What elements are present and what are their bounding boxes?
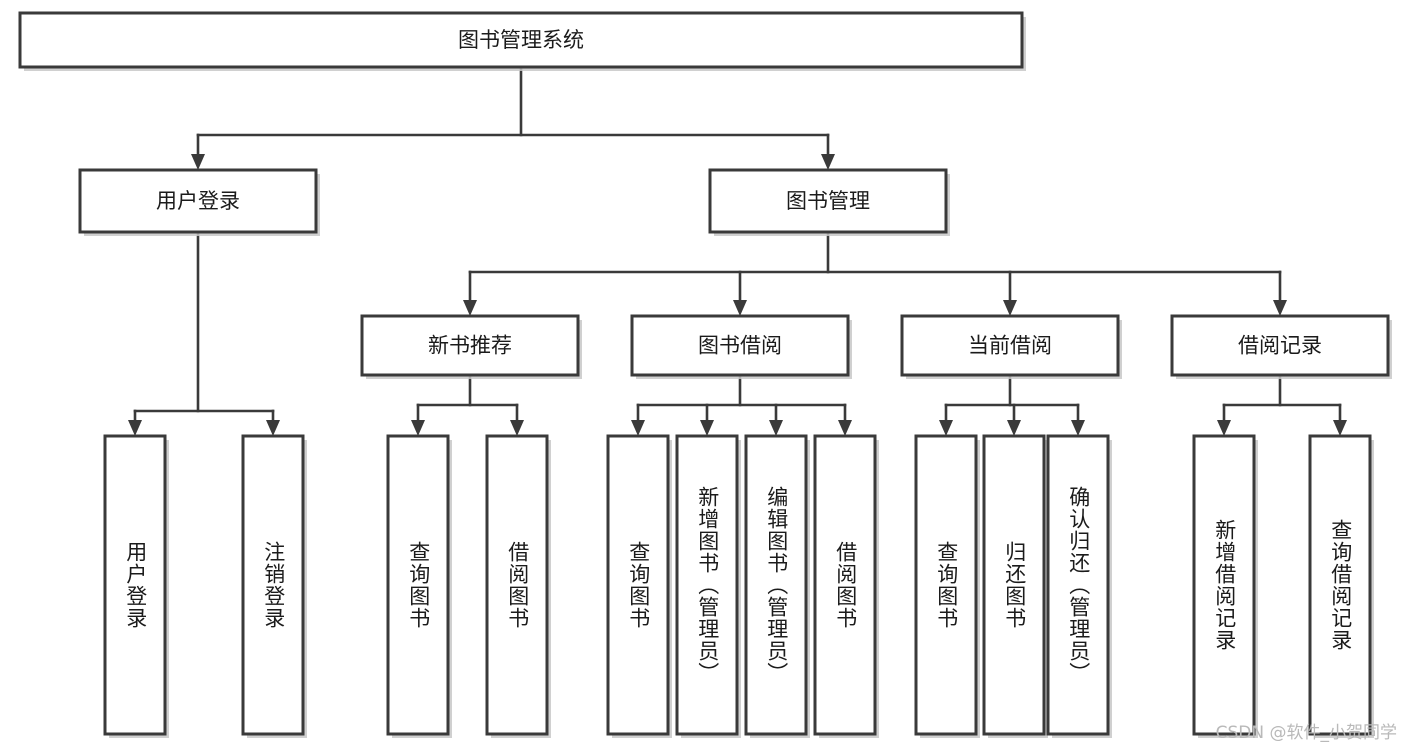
- node-leaf-add-record-rect[interactable]: [1192, 434, 1256, 736]
- edge-arrowhead: [411, 420, 425, 436]
- node-leaf-edit-book[interactable]: [744, 434, 810, 738]
- node-new-book-rec[interactable]: 新书推荐: [360, 314, 582, 379]
- node-user-login-rect[interactable]: [78, 168, 318, 234]
- edge-arrowhead: [838, 420, 852, 436]
- node-leaf-add-book-rect[interactable]: [675, 434, 739, 736]
- node-leaf-borrow-book-2[interactable]: [813, 434, 879, 738]
- node-leaf-edit-book-rect[interactable]: [744, 434, 808, 736]
- edge-arrowhead: [1003, 300, 1017, 316]
- node-leaf-logout[interactable]: [241, 434, 307, 738]
- node-leaf-confirm-return[interactable]: [1046, 434, 1112, 738]
- node-leaf-query-book-3-rect[interactable]: [914, 434, 978, 736]
- node-title-rect[interactable]: [18, 11, 1024, 69]
- edge-arrowhead: [939, 420, 953, 436]
- node-leaf-borrow-book-1[interactable]: [485, 434, 551, 738]
- node-leaf-query-record-rect[interactable]: [1308, 434, 1372, 736]
- node-leaf-user-login-rect[interactable]: [103, 434, 167, 736]
- node-borrow-record-rect[interactable]: [1170, 314, 1390, 377]
- node-current-borrow-label: 当前借阅: [968, 334, 1052, 358]
- watermark-text: CSDN @软件_小贺同学: [1215, 723, 1397, 743]
- edge-arrowhead: [1007, 420, 1021, 436]
- edge-arrowhead: [1333, 420, 1347, 436]
- node-leaf-return-book[interactable]: [982, 434, 1048, 738]
- edge-arrowhead: [1071, 420, 1085, 436]
- edge-arrowhead: [266, 420, 280, 436]
- node-book-manage[interactable]: 图书管理: [708, 168, 950, 236]
- node-leaf-query-book-1[interactable]: [386, 434, 452, 738]
- node-borrow-record-label: 借阅记录: [1238, 334, 1322, 358]
- edge-arrowhead: [821, 154, 835, 170]
- edge-arrowhead: [700, 420, 714, 436]
- edge-arrowhead: [769, 420, 783, 436]
- node-leaf-query-book-2-rect[interactable]: [606, 434, 670, 736]
- node-book-borrow-rect[interactable]: [630, 314, 850, 377]
- node-leaf-query-book-1-rect[interactable]: [386, 434, 450, 736]
- node-leaf-query-book-2[interactable]: [606, 434, 672, 738]
- node-borrow-record[interactable]: 借阅记录: [1170, 314, 1392, 379]
- edge-arrowhead: [733, 300, 747, 316]
- node-user-login-label: 用户登录: [156, 189, 240, 213]
- node-current-borrow-rect[interactable]: [900, 314, 1120, 377]
- node-title-label: 图书管理系统: [458, 28, 584, 52]
- node-current-borrow[interactable]: 当前借阅: [900, 314, 1122, 379]
- node-leaf-borrow-book-1-rect[interactable]: [485, 434, 549, 736]
- node-leaf-return-book-rect[interactable]: [982, 434, 1046, 736]
- edge-arrowhead: [1217, 420, 1231, 436]
- node-leaf-logout-rect[interactable]: [241, 434, 305, 736]
- node-new-book-rec-label: 新书推荐: [428, 334, 512, 358]
- node-title[interactable]: 图书管理系统: [18, 11, 1026, 71]
- node-book-manage-rect[interactable]: [708, 168, 948, 234]
- node-book-borrow-label: 图书借阅: [698, 334, 782, 358]
- edge-arrowhead: [1273, 300, 1287, 316]
- edge-arrowhead: [510, 420, 524, 436]
- node-leaf-add-record[interactable]: [1192, 434, 1258, 738]
- node-user-login[interactable]: 用户登录: [78, 168, 320, 236]
- node-book-manage-label: 图书管理: [786, 189, 870, 213]
- node-leaf-borrow-book-2-rect[interactable]: [813, 434, 877, 736]
- node-book-borrow[interactable]: 图书借阅: [630, 314, 852, 379]
- node-leaf-query-book-3[interactable]: [914, 434, 980, 738]
- edge-arrowhead: [631, 420, 645, 436]
- node-leaf-query-record[interactable]: [1308, 434, 1374, 738]
- node-leaf-confirm-return-rect[interactable]: [1046, 434, 1110, 736]
- edge-arrowhead: [191, 154, 205, 170]
- edge-arrowhead: [463, 300, 477, 316]
- edge-arrowhead: [128, 420, 142, 436]
- node-new-book-rec-rect[interactable]: [360, 314, 580, 377]
- node-leaf-add-book[interactable]: [675, 434, 741, 738]
- node-leaf-user-login[interactable]: [103, 434, 169, 738]
